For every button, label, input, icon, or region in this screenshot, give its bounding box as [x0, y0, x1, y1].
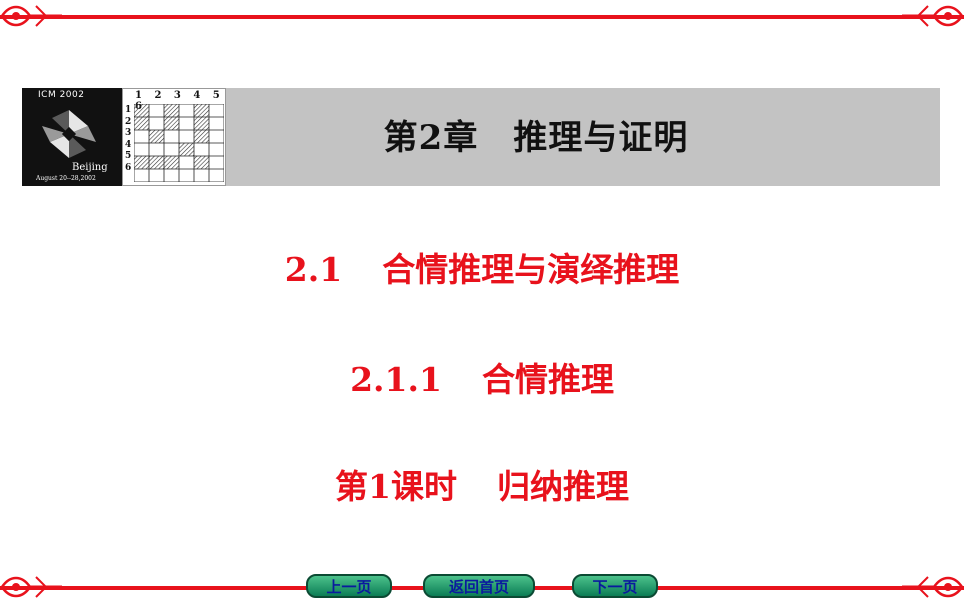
lesson-number: 第1课时: [335, 467, 457, 506]
corner-ornament-icon: [902, 576, 964, 598]
section-title: 合情推理与演绎推理: [382, 250, 680, 289]
home-page-button[interactable]: 返回首页: [423, 574, 535, 598]
corner-ornament-icon: [0, 576, 62, 598]
next-page-button[interactable]: 下一页: [572, 574, 658, 598]
logo-top-text: ICM 2002: [38, 90, 85, 100]
subsection-number: 2.1.1: [350, 360, 442, 399]
section-heading: 2.1 合情推理与演绎推理: [0, 243, 964, 291]
corner-ornament-icon: [902, 5, 964, 27]
corner-ornament-icon: [0, 5, 62, 27]
subsection-title: 合情推理: [481, 360, 614, 399]
top-border-line: [0, 15, 964, 19]
grid-cells: [134, 104, 224, 182]
lesson-heading: 第1课时归纳推理: [0, 460, 964, 508]
logo-date: August 20--28,2002: [36, 175, 96, 182]
pinwheel-icon: [42, 110, 96, 158]
section-number: 2.1: [284, 250, 343, 289]
icm-logo: ICM 2002 Beijing August 20--28,2002: [22, 88, 122, 186]
chapter-title: 第2章 推理与证明: [383, 118, 689, 158]
logo-city: Beijing: [72, 162, 108, 173]
subsection-heading: 2.1.1 合情推理: [0, 353, 964, 401]
grid-row-numbers: 1 2 3 4 5 6: [125, 105, 132, 173]
lesson-title: 归纳推理: [496, 467, 629, 506]
prev-page-button[interactable]: 上一页: [306, 574, 392, 598]
puzzle-grid: 1 2 3 4 5 6 1 2 3 4 5 6: [122, 88, 226, 186]
